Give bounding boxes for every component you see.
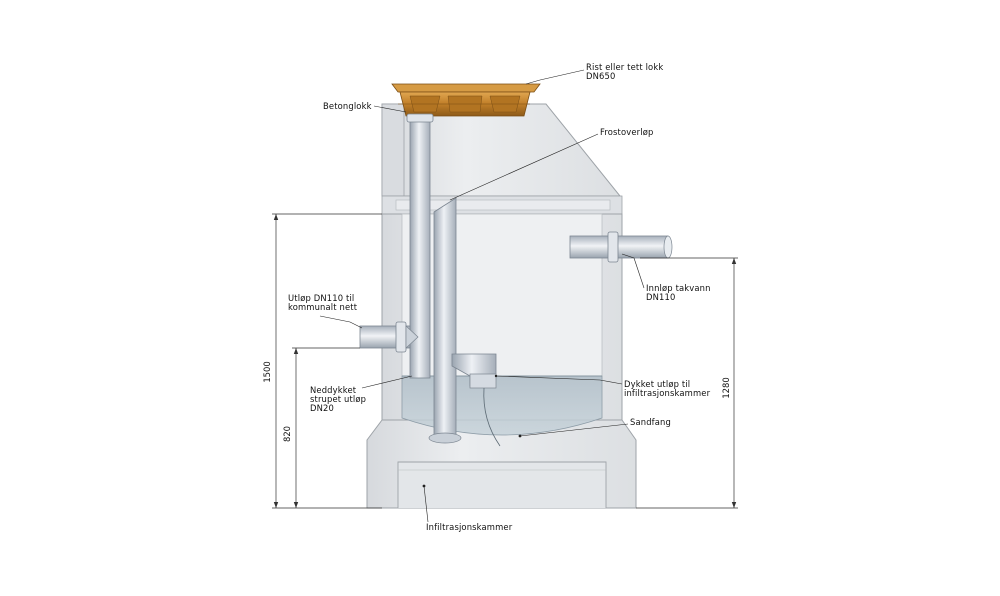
label-neddykket-line1: Neddykket [310, 385, 357, 395]
label-dykket-line1: Dykket utløp til [624, 379, 690, 389]
label-rist-line1: Rist eller tett lokk [586, 62, 663, 72]
label-utlop-line2: kommunalt nett [288, 302, 358, 312]
label-frostoverlop: Frostoverløp [600, 127, 653, 137]
dimension-1500: 1500 [262, 361, 272, 382]
outlet-horizontal-pipe [359, 321, 419, 353]
inlet-pipe [569, 231, 673, 263]
frost-overflow-pipe [433, 197, 457, 441]
label-rist-line2: DN650 [586, 71, 615, 81]
label-innlop-line2: DN110 [646, 292, 675, 302]
grate-lid [391, 83, 541, 117]
label-infiltrasjonskammer: Infiltrasjonskammer [426, 522, 513, 532]
top-cone-left-wall [381, 103, 405, 197]
infiltration-chamber-shape [397, 461, 607, 508]
label-neddykket-line3: DN20 [310, 403, 334, 413]
dimension-820: 820 [282, 426, 292, 442]
label-betonglokk: Betonglokk [323, 101, 372, 111]
concrete-body [366, 103, 637, 509]
leader-lines [319, 69, 645, 523]
label-sandfang: Sandfang [630, 417, 671, 427]
ring-joint [395, 199, 611, 211]
label-dykket-line2: infiltrasjonskammer [624, 388, 711, 398]
label-innlop-line1: Innløp takvann [646, 283, 711, 293]
label-neddykket-line2: strupet utløp [310, 394, 366, 404]
water-sandfang [401, 375, 603, 436]
submerged-outlet-elbow [451, 353, 497, 389]
label-utlop-line1: Utløp DN110 til [288, 293, 354, 303]
dimension-lines [272, 213, 738, 509]
dimension-1280: 1280 [721, 377, 731, 398]
